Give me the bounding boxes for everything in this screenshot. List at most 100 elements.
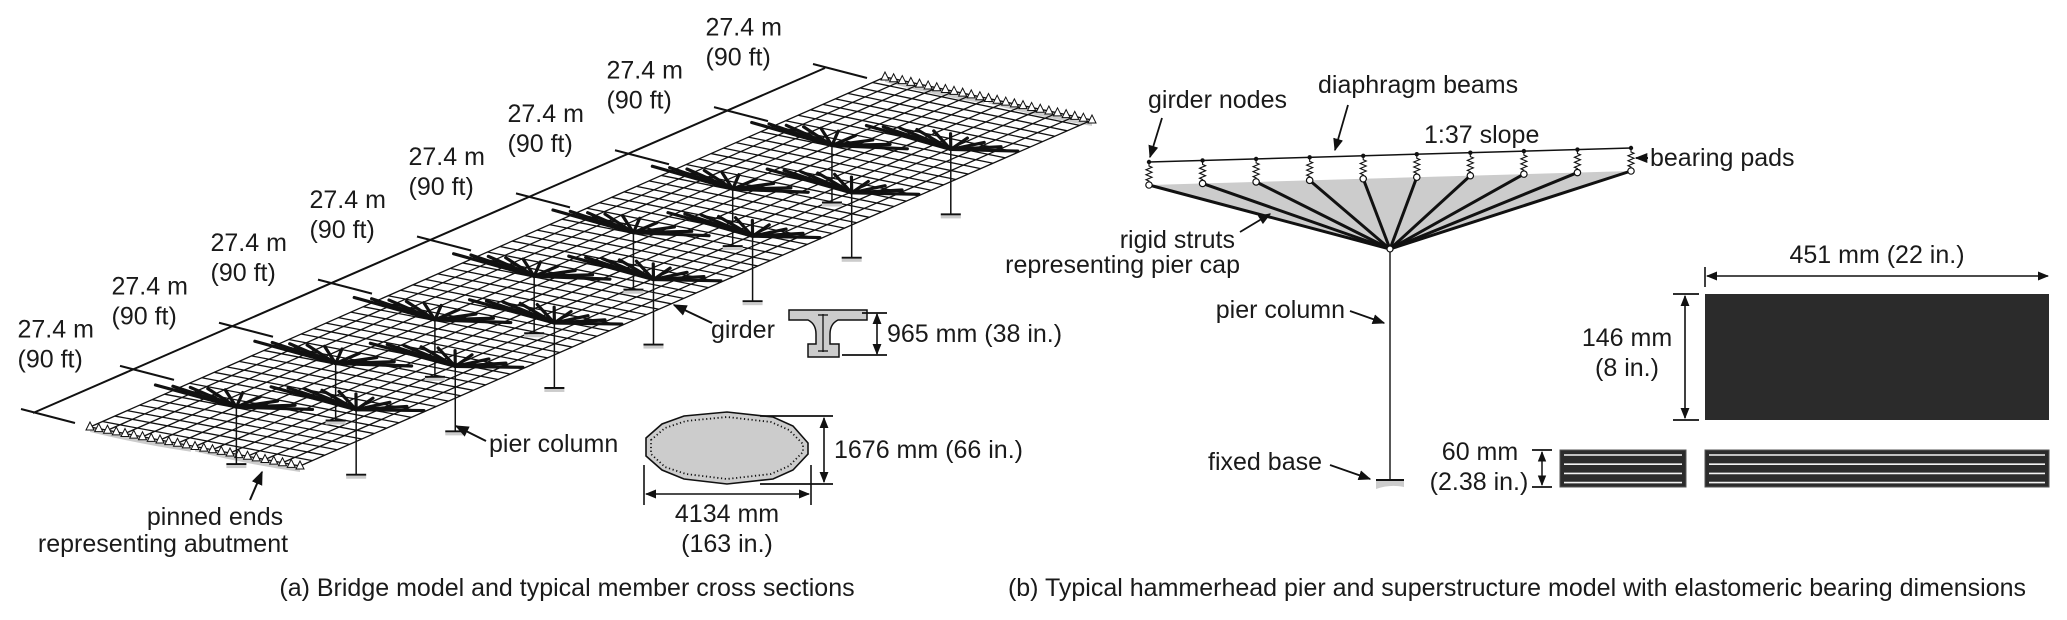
deck-transverse-line bbox=[425, 278, 635, 321]
pier-base-ground bbox=[841, 258, 862, 262]
bearing-elevation-short bbox=[1559, 449, 1687, 488]
girder-node-dot bbox=[1414, 152, 1419, 157]
deck-transverse-line bbox=[263, 349, 474, 391]
pier-cap-strut bbox=[717, 214, 755, 238]
pier-base-ground bbox=[226, 465, 247, 469]
pinned-support-icon bbox=[949, 85, 959, 95]
pinned-support-icon bbox=[216, 445, 227, 455]
bearing-spring-icon bbox=[1305, 157, 1315, 178]
pier-column-b-label: pier column bbox=[1216, 296, 1345, 324]
fixed-base-ground bbox=[1376, 481, 1404, 489]
girder-cross-section: 965 mm (38 in.) bbox=[788, 309, 1062, 358]
span-tick bbox=[119, 364, 175, 381]
pinned-support-icon bbox=[1000, 95, 1011, 106]
pinned-support-icon bbox=[923, 79, 933, 90]
pier-cap-strut bbox=[733, 216, 755, 238]
pinned-support-icon bbox=[198, 442, 209, 452]
pier-hammerhead bbox=[352, 295, 513, 381]
deck-transverse-line bbox=[872, 81, 1080, 127]
pinned-support-icon bbox=[286, 458, 297, 468]
pier-cap-strut bbox=[504, 256, 536, 278]
deck-transverse-line bbox=[860, 87, 1068, 132]
deck-transverse-line bbox=[512, 240, 721, 283]
pier-cap-strut bbox=[334, 361, 414, 368]
pier-hammerhead bbox=[650, 164, 810, 251]
pier-cap-strut bbox=[731, 173, 741, 191]
bearing-thickness-label-mm: 60 mm bbox=[1442, 438, 1518, 466]
column-width-label-mm: 4134 mm bbox=[675, 500, 779, 528]
strut-node-circle bbox=[1198, 179, 1207, 188]
pier-base-ground bbox=[325, 421, 346, 425]
column-cross-section: 1676 mm (66 in.) 4134 mm (163 in.) bbox=[643, 411, 1023, 558]
span-length-label-ft: (90 ft) bbox=[310, 216, 375, 244]
pier-hammerhead bbox=[765, 167, 921, 262]
pinned-support-icon bbox=[1052, 106, 1063, 117]
strut-node-circle bbox=[1145, 181, 1153, 189]
pier-base-ground bbox=[643, 345, 664, 349]
span-length-label-m: 27.4 m bbox=[310, 186, 386, 214]
pier-cap-strut bbox=[436, 346, 457, 368]
diaphragm-beams-label: diaphragm beams bbox=[1318, 71, 1518, 99]
strut-node-circle bbox=[1520, 170, 1528, 178]
pinned-support-icon bbox=[277, 456, 288, 467]
span-length-label-ft: (90 ft) bbox=[508, 130, 573, 158]
column-octagon-shape bbox=[645, 411, 809, 485]
span-length-label-ft: (90 ft) bbox=[112, 302, 177, 330]
pier-cap-strut bbox=[518, 301, 556, 325]
pinned-support-icon bbox=[1087, 113, 1097, 124]
pinned-support-icon bbox=[992, 94, 1002, 104]
column-height-label: 1676 mm (66 in.) bbox=[834, 436, 1023, 464]
pier-cap-shading bbox=[1149, 171, 1631, 249]
bearing-spring-icon bbox=[1144, 162, 1154, 182]
pinned-support-icon bbox=[268, 455, 279, 465]
pinned-support-icon bbox=[966, 88, 977, 99]
pier-base-ground bbox=[940, 215, 961, 219]
deck-transverse-line bbox=[462, 262, 672, 305]
pinned-support-icon bbox=[975, 90, 985, 101]
deck-transverse-line bbox=[102, 420, 313, 462]
deck-transverse-line bbox=[251, 355, 461, 397]
bearing-plan-rectangle bbox=[1705, 294, 2049, 420]
deck-transverse-line bbox=[723, 147, 932, 191]
pinned-ends-callout: pinned ends representing abutment bbox=[38, 470, 288, 558]
panel-b: girder nodes diaphragm beams 1:37 slope … bbox=[1005, 71, 2050, 602]
pier-cap-strut bbox=[631, 216, 642, 235]
pinned-support-icon bbox=[1078, 112, 1089, 122]
deck-transverse-line bbox=[748, 136, 957, 181]
bearing-plan-height-label-in: (8 in.) bbox=[1595, 354, 1659, 382]
girder-nodes-leader-arrow bbox=[1148, 117, 1163, 159]
cap-apex-node bbox=[1386, 245, 1394, 253]
pinned-support-icon bbox=[172, 437, 183, 447]
pier-cap-strut bbox=[830, 129, 840, 148]
pier-hammerhead bbox=[567, 254, 723, 349]
span-length-label-ft: (90 ft) bbox=[409, 173, 474, 201]
pier-column-b-leader-arrow bbox=[1349, 310, 1386, 324]
pinned-support-icon bbox=[983, 92, 994, 102]
rigid-struts-label-line2: representing pier cap bbox=[1005, 251, 1240, 279]
pier-hammerhead bbox=[864, 123, 1020, 219]
pier-cap-strut bbox=[433, 303, 443, 322]
deck-transverse-line bbox=[114, 415, 325, 456]
rigid-struts-label-line1: rigid struts bbox=[1120, 226, 1235, 254]
bearing-spring-icon bbox=[1519, 151, 1529, 172]
span-dimension-line bbox=[20, 63, 868, 424]
pinned-ends-label-line2: representing abutment bbox=[38, 530, 288, 558]
span-tick bbox=[515, 192, 571, 209]
pinned-support-icon bbox=[207, 443, 218, 454]
bearing-spring-icon bbox=[1198, 160, 1207, 181]
deck-transverse-line bbox=[363, 306, 573, 348]
pier-base-ground bbox=[424, 377, 445, 381]
girder-depth-label: 965 mm (38 in.) bbox=[887, 320, 1062, 348]
pier-cap-strut bbox=[334, 347, 344, 366]
rigid-strut bbox=[1202, 182, 1391, 251]
deck-transverse-line bbox=[226, 366, 437, 408]
girder-node-dot bbox=[1521, 148, 1527, 154]
bearing-spring-icon bbox=[1465, 152, 1475, 173]
bearing-pads-label: bearing pads bbox=[1650, 144, 1795, 172]
bearing-elastomer-body bbox=[1559, 449, 1687, 488]
slope-label: 1:37 slope bbox=[1424, 121, 1539, 149]
deck-transverse-line bbox=[313, 327, 523, 370]
span-tick bbox=[218, 321, 274, 338]
span-length-label-ft: (90 ft) bbox=[18, 345, 83, 373]
pier-cap-strut bbox=[305, 343, 338, 366]
